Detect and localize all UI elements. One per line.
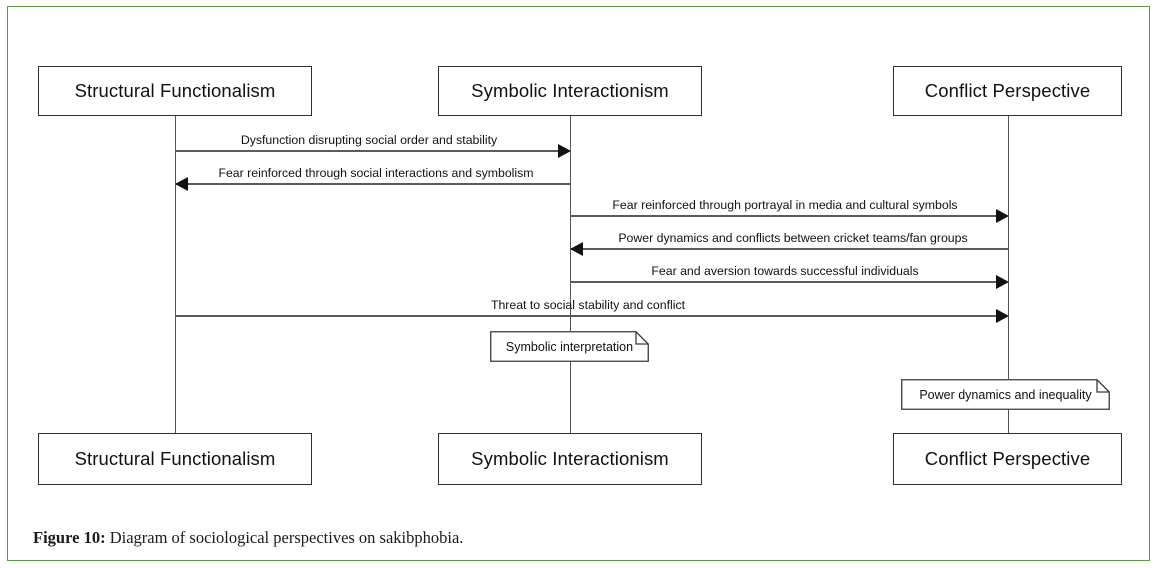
participant-label: Structural Functionalism	[74, 80, 276, 101]
message-label-5: Fear and aversion towards successful ind…	[651, 264, 919, 278]
note-symbolic-interpretation[interactable]: Symbolic interpretation	[490, 331, 649, 362]
message-line-2	[175, 183, 570, 185]
participant-box-structural-functionalism-top[interactable]: Structural Functionalism	[38, 66, 312, 116]
participant-box-symbolic-interactionism-bottom[interactable]: Symbolic Interactionism	[438, 433, 702, 485]
participant-box-conflict-perspective-bottom[interactable]: Conflict Perspective	[893, 433, 1122, 485]
arrow-head-left-icon	[175, 176, 188, 191]
arrow-head-right-icon	[996, 208, 1009, 223]
participant-box-conflict-perspective-top[interactable]: Conflict Perspective	[893, 66, 1122, 116]
participant-label: Conflict Perspective	[924, 80, 1091, 101]
message-label-2: Fear reinforced through social interacti…	[218, 166, 534, 180]
message-label-1: Dysfunction disrupting social order and …	[240, 133, 498, 147]
note-label: Power dynamics and inequality	[919, 387, 1092, 402]
arrow-head-right-icon	[996, 274, 1009, 289]
message-label-4: Power dynamics and conflicts between cri…	[618, 231, 968, 245]
note-label: Symbolic interpretation	[505, 339, 634, 354]
participant-box-symbolic-interactionism-top[interactable]: Symbolic Interactionism	[438, 66, 702, 116]
arrow-head-right-icon	[996, 308, 1009, 323]
participant-label: Conflict Perspective	[924, 448, 1091, 469]
arrow-head-left-icon	[570, 241, 583, 256]
message-line-4	[570, 248, 1008, 250]
note-shape-folded-corner-icon	[490, 331, 649, 362]
message-line-1	[175, 150, 563, 152]
figure-caption-label: Figure 10:	[33, 528, 106, 547]
figure-caption: Figure 10: Diagram of sociological persp…	[33, 528, 463, 548]
note-power-dynamics[interactable]: Power dynamics and inequality	[901, 379, 1110, 410]
participant-label: Structural Functionalism	[74, 448, 276, 469]
participant-label: Symbolic Interactionism	[471, 448, 669, 469]
participant-box-structural-functionalism-bottom[interactable]: Structural Functionalism	[38, 433, 312, 485]
arrow-head-right-icon	[558, 143, 571, 158]
note-shape-folded-corner-icon	[901, 379, 1110, 410]
message-line-5	[570, 281, 1001, 283]
lifeline-symbolic-interactionism	[569, 115, 571, 435]
message-label-6: Threat to social stability and conflict	[490, 298, 686, 312]
message-label-3: Fear reinforced through portrayal in med…	[612, 198, 958, 212]
figure-caption-text: Diagram of sociological perspectives on …	[105, 528, 464, 547]
message-line-6	[175, 315, 1001, 317]
lifeline-structural-functionalism	[174, 115, 176, 435]
participant-label: Symbolic Interactionism	[471, 80, 669, 101]
message-line-3	[570, 215, 1001, 217]
